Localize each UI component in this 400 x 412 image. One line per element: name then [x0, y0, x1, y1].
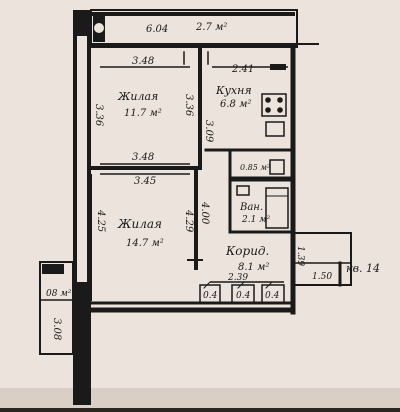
bath-tub — [265, 187, 289, 229]
room1-bottom-dim-label: 3.48 — [132, 152, 154, 163]
exterior-wall-left-hollow — [77, 36, 87, 282]
kitchen-sink — [265, 121, 285, 137]
stove-burner-3 — [265, 107, 271, 113]
room2-area-label: 14.7 м² — [126, 238, 164, 249]
bath-area-label: 2.1 м² — [241, 215, 271, 225]
closet-door-arcs — [203, 281, 273, 289]
closet-1 — [199, 284, 221, 304]
room1-name-label: Жилая — [117, 90, 158, 103]
closet-3-label: 0.4 — [265, 291, 280, 301]
room1-area-label: 11.7 м² — [124, 108, 162, 119]
apartment-number-label: кв. 14 — [346, 262, 380, 275]
stove-burner-2 — [277, 97, 283, 103]
balcony-top-rail — [91, 12, 295, 16]
kitchen-top-dim-label: 2.41 — [231, 64, 254, 75]
bath-block — [228, 178, 295, 234]
wc-block — [228, 148, 295, 180]
room1-top-dim-label: 3.48 — [132, 56, 154, 67]
left-balcony-area-label: 08 м² — [46, 289, 72, 299]
corridor-side-dim-vertical: 1.39 — [295, 246, 305, 266]
bath-name-label: Ван. — [239, 202, 263, 213]
kitchen-area-label: 6.8 м² — [220, 99, 251, 110]
entry-landing — [292, 232, 352, 286]
balcony-top-left-mark — [94, 23, 104, 33]
bath-sink — [236, 185, 250, 196]
left-annex-hatch — [42, 264, 64, 274]
left-balcony-dim-vertical: 3.08 — [51, 318, 62, 340]
room2-name-label: Жилая — [117, 217, 162, 231]
wc-area-label: 0.85 м² — [240, 163, 270, 172]
room2-left-dim-vertical: 4.25 — [95, 209, 106, 232]
left-small-dim-label: 0.8 — [50, 263, 63, 272]
kitchen-inner-dim-vertical: 3.09 — [203, 120, 214, 143]
closet-3 — [261, 284, 285, 304]
room2-right-dim-vertical: 4.29 — [183, 209, 194, 233]
room2-top-dim-label: 3.45 — [134, 176, 156, 187]
left-annex — [39, 261, 74, 355]
closet-2 — [231, 284, 255, 304]
stove-burner-4 — [277, 107, 283, 113]
corridor-area-label: 8.1 м² — [238, 262, 269, 273]
balcony-top-area-label: 2.7 м² — [195, 22, 227, 33]
kitchen-name-label: Кухня — [215, 84, 252, 97]
stove-burner-1 — [265, 97, 271, 103]
corridor-name-label: Корид. — [225, 244, 269, 258]
balcony-top-dim-label: 6.04 — [146, 24, 168, 35]
closet-1-label: 0.4 — [203, 291, 218, 301]
kitchen-left-dim-vertical: 3.36 — [183, 94, 194, 117]
stair-dim-label: 1.50 — [312, 272, 332, 282]
wc-fixture — [269, 159, 285, 175]
room2-inner-dim-vertical: 4.00 — [199, 201, 210, 225]
kitchen-stove — [261, 93, 287, 117]
closet-2-label: 0.4 — [236, 291, 251, 301]
corridor-bottom-dim-label: 2.39 — [227, 273, 248, 283]
room1-left-dim-vertical: 3.36 — [93, 104, 104, 127]
paper-shadow-bottom — [0, 388, 400, 408]
